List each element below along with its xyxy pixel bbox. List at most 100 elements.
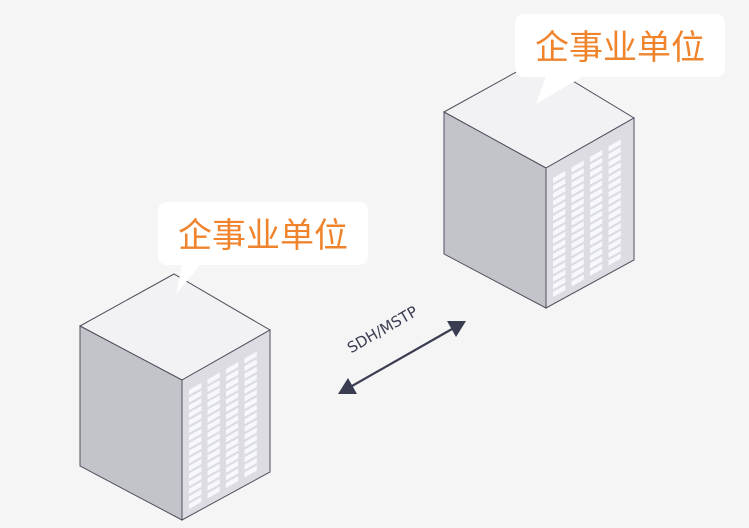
window-pane	[590, 180, 603, 193]
window-pane	[244, 359, 257, 372]
window-pane	[207, 478, 220, 491]
link-arrowhead-left	[338, 378, 357, 394]
window-pane	[571, 221, 584, 234]
window-pane	[571, 206, 584, 219]
window-pane	[571, 168, 584, 181]
window-pane	[553, 193, 566, 206]
window-pane	[590, 195, 603, 208]
window-pane	[590, 226, 603, 238]
window-pane	[553, 269, 566, 282]
window-pane	[226, 430, 239, 443]
window-pane	[207, 471, 220, 484]
window-pane	[226, 384, 239, 397]
window-pane	[590, 256, 603, 269]
window-pane	[244, 427, 257, 440]
window-pane	[590, 248, 603, 261]
window-pane	[226, 422, 239, 435]
window-pane	[207, 387, 220, 400]
window-pane	[553, 209, 566, 221]
window-pane	[189, 405, 202, 418]
link-arrow: SDH/MSTP	[338, 302, 466, 394]
window-pane	[207, 448, 220, 461]
window-pane	[608, 177, 621, 190]
window-pane	[553, 239, 566, 252]
window-pane	[244, 450, 257, 463]
window-pane	[189, 413, 202, 426]
window-pane	[553, 224, 566, 237]
link-line	[351, 328, 453, 387]
window-pane	[608, 147, 621, 160]
window-pane	[226, 377, 239, 390]
window-pane	[571, 228, 584, 241]
window-pane	[244, 465, 257, 478]
window-pane	[571, 160, 584, 173]
window-pane	[207, 433, 220, 446]
window-pane	[207, 380, 220, 393]
window-pane	[571, 251, 584, 264]
building-right-windows	[553, 139, 621, 297]
window-pane	[226, 460, 239, 473]
window-pane	[244, 366, 257, 379]
link-label: SDH/MSTP	[344, 302, 421, 357]
window-pane	[608, 207, 621, 220]
window-pane	[608, 162, 621, 175]
window-pane	[244, 457, 257, 470]
window-pane	[226, 362, 239, 374]
window-pane	[553, 216, 566, 229]
bubble-left-label: 企事业单位	[178, 216, 348, 256]
link-arrowhead-right	[447, 321, 466, 337]
window-pane	[207, 456, 220, 469]
window-pane	[226, 468, 239, 481]
window-pane	[590, 157, 603, 170]
window-pane	[608, 253, 621, 266]
window-pane	[608, 139, 621, 152]
window-pane	[571, 175, 584, 188]
window-pane	[189, 383, 202, 395]
window-pane	[590, 188, 603, 200]
window-pane	[553, 262, 566, 275]
window-pane	[608, 238, 621, 251]
window-pane	[571, 198, 584, 211]
window-pane	[553, 285, 566, 297]
window-pane	[244, 404, 257, 417]
window-pane	[189, 443, 202, 456]
window-pane	[207, 463, 220, 476]
window-pane	[207, 372, 220, 385]
window-pane	[608, 200, 621, 213]
window-pane	[553, 186, 566, 199]
window-pane	[244, 397, 257, 410]
window-pane	[189, 466, 202, 479]
window-pane	[207, 418, 220, 431]
window-pane	[226, 476, 239, 488]
bubble-right-shape	[515, 14, 725, 104]
window-pane	[244, 389, 257, 402]
window-pane	[590, 165, 603, 178]
building-right	[442, 59, 635, 309]
window-pane	[189, 451, 202, 464]
window-pane	[571, 259, 584, 272]
window-pane	[590, 203, 603, 216]
window-pane	[590, 210, 603, 223]
window-pane	[189, 428, 202, 441]
window-pane	[553, 277, 566, 290]
window-pane	[189, 436, 202, 449]
bubble-left-shape	[158, 202, 368, 294]
window-pane	[608, 223, 621, 236]
window-pane	[571, 190, 584, 203]
window-pane	[244, 419, 257, 432]
window-pane	[207, 440, 220, 453]
window-pane	[590, 241, 603, 254]
window-pane	[590, 233, 603, 246]
window-pane	[553, 254, 566, 267]
window-pane	[207, 395, 220, 408]
window-pane	[207, 402, 220, 415]
window-pane	[207, 486, 220, 499]
label-bubble-left: 企事业单位	[158, 202, 368, 294]
window-pane	[553, 247, 566, 259]
window-pane	[553, 171, 566, 183]
window-pane	[226, 392, 239, 405]
window-pane	[608, 185, 621, 198]
window-pane	[590, 218, 603, 231]
window-pane	[226, 445, 239, 458]
